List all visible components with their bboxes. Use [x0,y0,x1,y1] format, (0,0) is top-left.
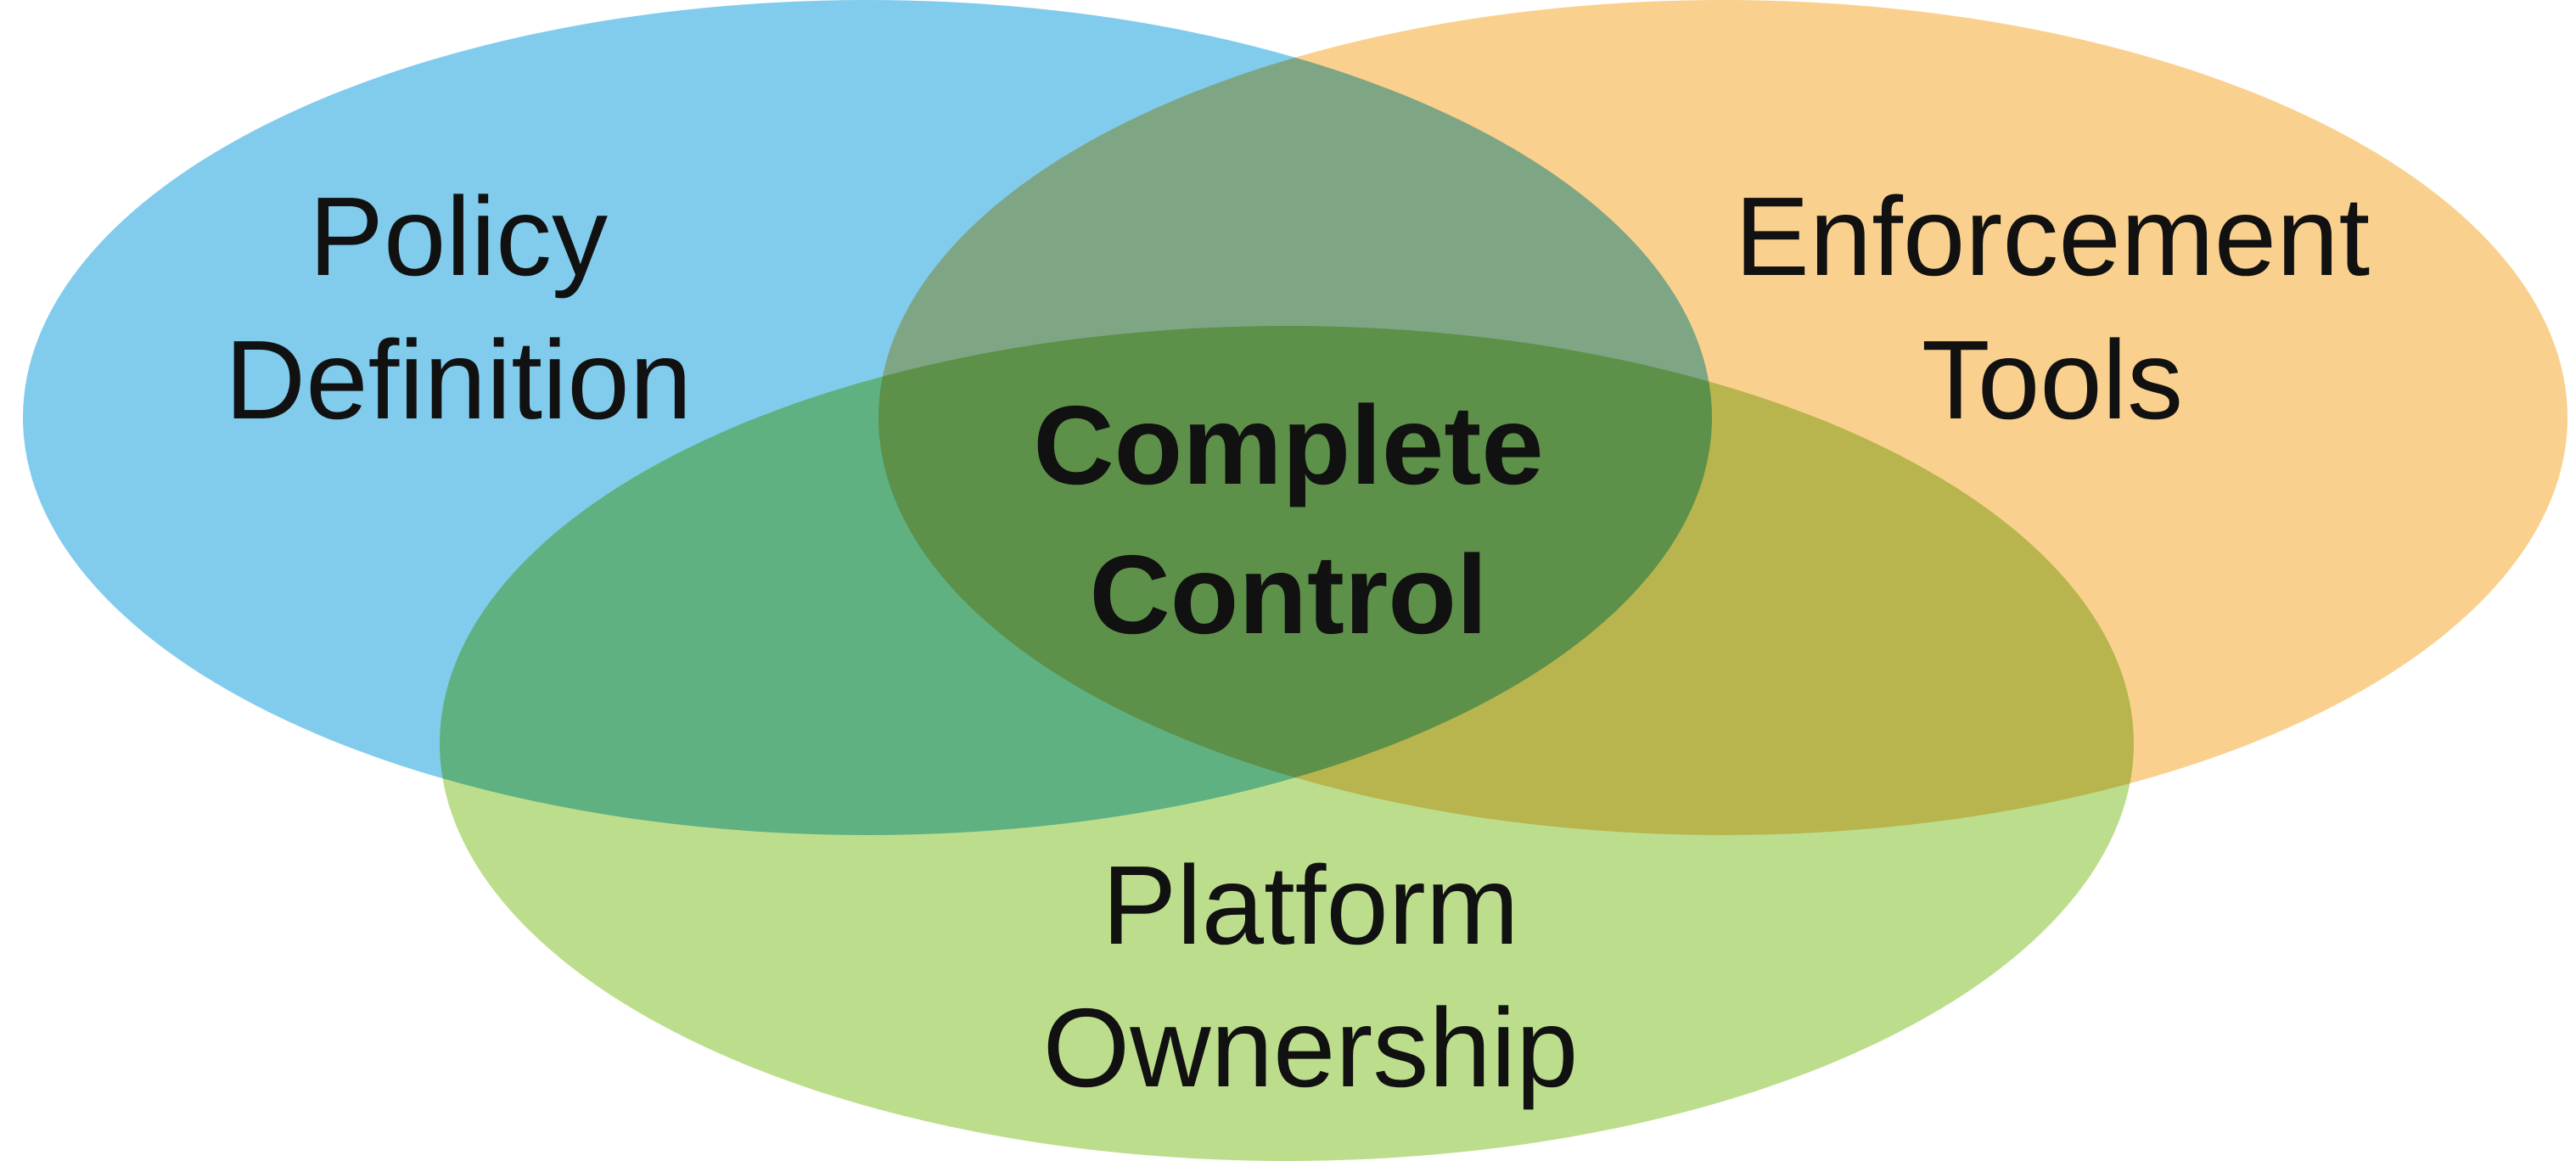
policy-definition-label-line2: Definition [225,317,692,442]
enforcement-tools-label-line1: Enforcement [1735,174,2370,299]
platform-ownership-label-line1: Platform [1102,843,1518,968]
policy-definition-label-line1: Policy [309,174,608,299]
platform-ownership-ellipse [440,326,2134,1161]
enforcement-tools-label-line2: Tools [1922,317,2183,442]
platform-ownership-label-line2: Ownership [1043,985,1579,1110]
complete-control-label-line2: Control [1089,532,1487,657]
complete-control-label-line1: Complete [1033,383,1543,508]
